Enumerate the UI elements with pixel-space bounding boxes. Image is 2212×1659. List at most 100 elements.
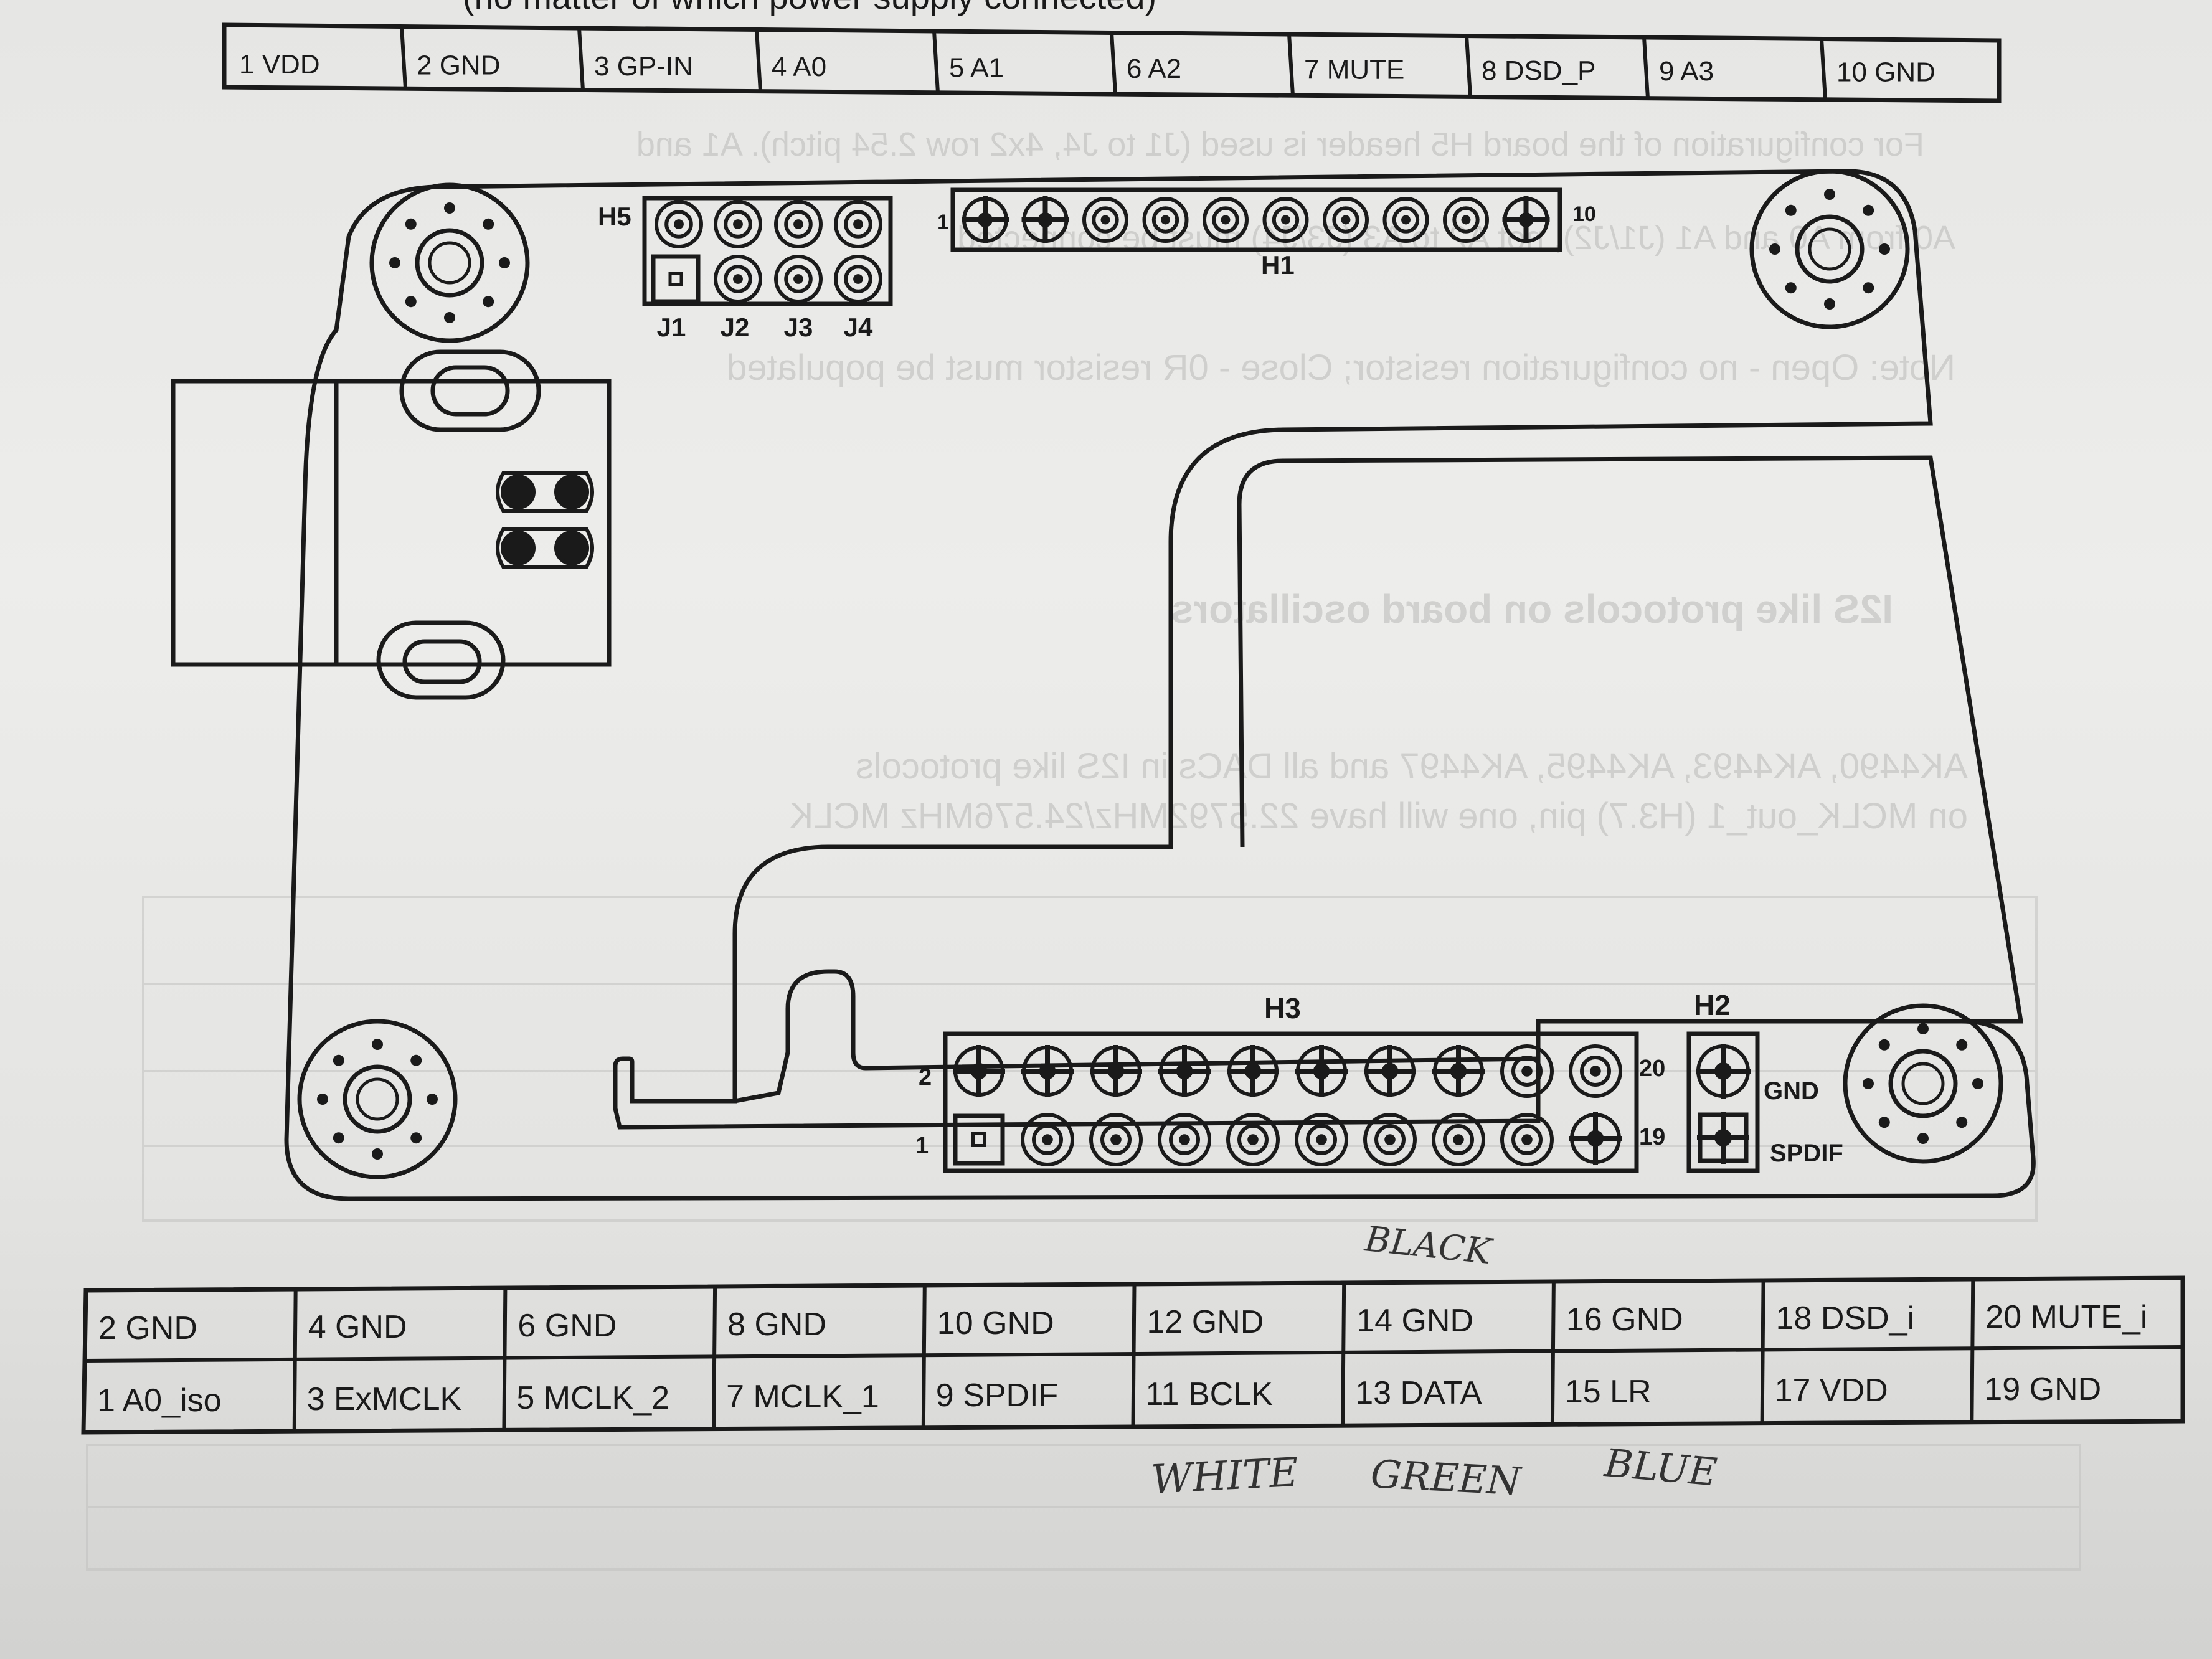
table-divider <box>577 27 585 90</box>
h3-odd-pin-cell: 5 MCLK_2 <box>516 1380 669 1416</box>
header-pin <box>1443 197 1489 243</box>
header-pin <box>1323 197 1369 243</box>
mounting-holes <box>297 169 2003 1179</box>
ground-pin <box>1021 1045 1074 1097</box>
header-pin <box>1382 197 1429 243</box>
header-pin <box>1021 1113 1074 1166</box>
h3-even-pin-cell: 16 GND <box>1566 1302 1683 1338</box>
header-pin <box>1089 1113 1143 1166</box>
h2-gnd-label: GND <box>1764 1077 1819 1105</box>
table-border <box>81 1275 2185 1435</box>
table-divider <box>1341 1282 1346 1426</box>
h3-label: H3 <box>1264 992 1301 1024</box>
ground-pin <box>1432 1045 1485 1097</box>
header-pin <box>1363 1113 1417 1166</box>
h1-pin-cell: 2 GND <box>417 50 500 80</box>
table-divider <box>712 1286 717 1429</box>
h3-odd-pin-cell: 3 ExMCLK <box>307 1381 462 1417</box>
bleed-line: For configuration of the board H5 header… <box>636 126 1924 163</box>
ground-pin <box>1021 196 1069 243</box>
h3-odd-pin-cell: 11 BCLK <box>1146 1376 1274 1412</box>
bleed-line: Note: Open - no configuration resistor; … <box>727 347 1955 388</box>
handwritten-green: GREEN <box>1369 1451 1523 1505</box>
header-pin <box>834 255 882 303</box>
h1-pin-cell: 6 A2 <box>1127 54 1181 84</box>
h1-pin10-label: 10 <box>1572 202 1596 226</box>
header-pin <box>1262 197 1309 243</box>
ground-pin <box>1569 1112 1622 1165</box>
table-divider <box>400 26 407 89</box>
h1-pin-cell: 3 GP-IN <box>594 51 693 82</box>
h3-even-pin-cell: 8 GND <box>727 1307 826 1343</box>
h1-pin-cell: 10 GND <box>1836 57 1936 88</box>
ground-pin <box>1090 1045 1142 1097</box>
handwritten-blue: BLUE <box>1602 1440 1719 1495</box>
ground-pin <box>1696 1044 1751 1099</box>
ground-pin <box>1158 1045 1211 1097</box>
h3-odd-pin-cell: 19 GND <box>1984 1371 2101 1407</box>
header-pin <box>1203 197 1249 243</box>
pin-1-square-pad <box>651 254 701 304</box>
h1-label: H1 <box>1261 250 1295 280</box>
h2-spdif-label: SPDIF <box>1770 1140 1843 1167</box>
header-pin <box>714 255 762 303</box>
h1-pin-cell: 9 A3 <box>1659 56 1714 87</box>
table-divider <box>1820 39 1827 100</box>
table-divider <box>755 29 762 92</box>
mounting-hole <box>1749 169 1910 329</box>
h1-pin1-label: 1 <box>937 210 949 234</box>
header-pin <box>774 255 823 303</box>
header-pin <box>1500 1113 1554 1166</box>
mounting-hole <box>369 182 530 343</box>
ground-pin <box>1295 1045 1348 1097</box>
pin-1-square-pad <box>953 1113 1005 1166</box>
h3-even-pin-cell: 20 MUTE_i <box>1985 1299 2147 1335</box>
jumper-label-j4: J4 <box>844 313 873 342</box>
h1-pin-cell: 7 MUTE <box>1304 54 1404 85</box>
h3-even-pin-cell: 18 DSD_i <box>1776 1300 1915 1336</box>
header-pin <box>1082 197 1128 243</box>
h3-pin19-label: 19 <box>1639 1124 1665 1150</box>
spdif-pin <box>1697 1112 1749 1164</box>
table-divider <box>1642 37 1650 98</box>
table-divider <box>292 1288 298 1432</box>
top-caption: (no matter of which power supply connect… <box>463 0 1156 16</box>
ground-pin <box>962 196 1009 243</box>
handwritten-white: WHITE <box>1150 1450 1300 1503</box>
h2-label: H2 <box>1694 989 1731 1021</box>
header-pin <box>1226 1113 1280 1166</box>
bleed-through-text: For configuration of the board H5 header… <box>86 126 2081 1571</box>
mounting-hole <box>1843 1003 2003 1164</box>
ground-pin <box>1502 196 1550 243</box>
h1-pin-cell: 5 A1 <box>949 53 1004 83</box>
board-outline-drawing <box>284 169 2036 1201</box>
jumper-label-j3: J3 <box>784 313 813 342</box>
h3-even-pin-cell: 4 GND <box>308 1309 407 1345</box>
header-pin <box>714 200 762 248</box>
header-pin <box>774 200 823 248</box>
h1-pin-cell: 4 A0 <box>772 52 826 82</box>
h1-pin-cell: 8 DSD_P <box>1482 55 1595 86</box>
jumper-label-j1: J1 <box>657 313 686 342</box>
slot-holes <box>376 349 541 700</box>
audio-jack-connector <box>171 379 612 667</box>
table-divider <box>1287 34 1295 96</box>
header-pin <box>655 200 703 248</box>
table-divider <box>932 31 940 93</box>
table-divider <box>1110 32 1117 95</box>
table-divider <box>1760 1280 1765 1424</box>
h2-header <box>1686 1031 1760 1173</box>
ground-pin <box>953 1045 1005 1097</box>
handwritten-black: BLACK <box>1363 1219 1495 1272</box>
h3-odd-pin-cell: 7 MCLK_1 <box>726 1379 879 1415</box>
h1-header <box>950 187 1562 252</box>
header-pin <box>1432 1113 1485 1166</box>
table-divider <box>1131 1283 1137 1427</box>
header-pin <box>1295 1113 1348 1166</box>
table-border <box>222 22 2002 103</box>
h3-odd-pin-cell: 9 SPDIF <box>936 1378 1059 1414</box>
